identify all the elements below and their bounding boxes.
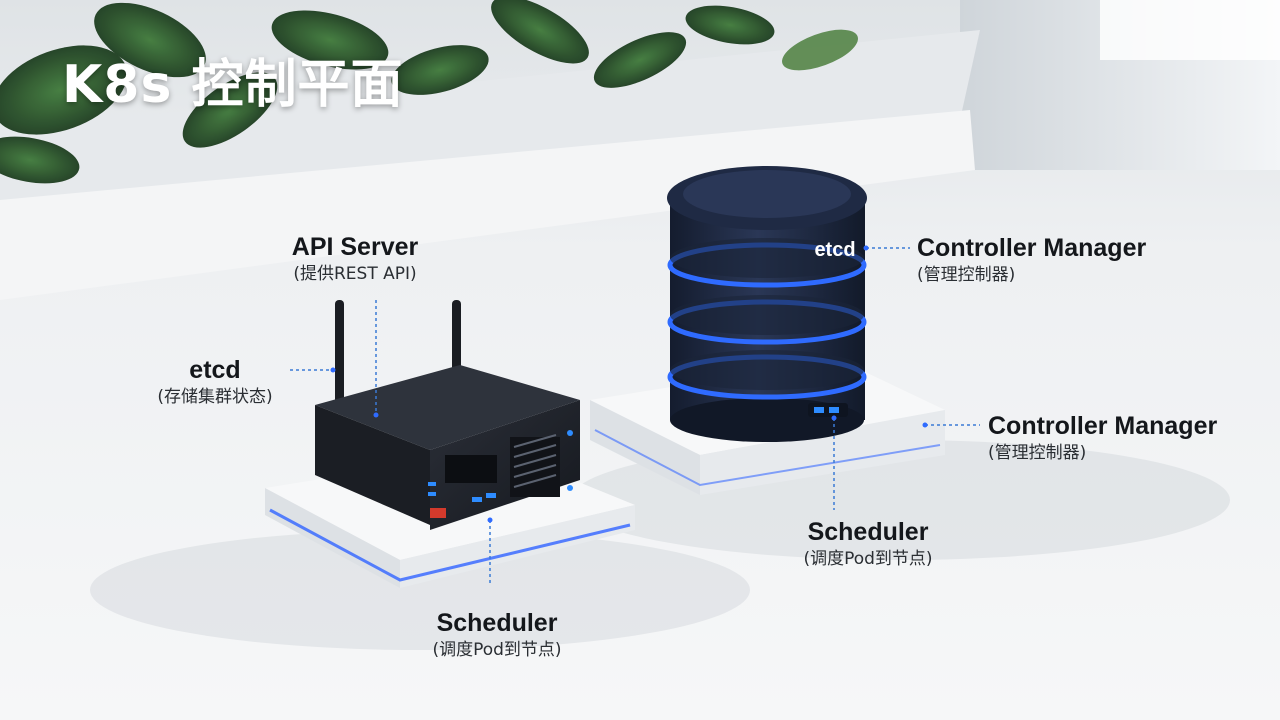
callout-api-server: API Server (提供REST API) [255, 232, 455, 286]
router-device [315, 300, 580, 530]
callout-scheduler-right-desc: (调度Pod到节点) [803, 549, 933, 569]
callout-scheduler-left-desc: (调度Pod到节点) [432, 640, 562, 660]
callout-scheduler-right: Scheduler (调度Pod到节点) [778, 517, 958, 571]
callout-scheduler-left: Scheduler (调度Pod到节点) [407, 608, 587, 662]
callout-etcd: etcd (存储集群状态) [140, 355, 290, 409]
callout-controller-right-desc: (管理控制器) [988, 443, 1087, 463]
callout-controller-manager-right: Controller Manager (管理控制器) [988, 411, 1248, 465]
plant-foliage [0, 0, 858, 184]
leader-lines [290, 247, 980, 585]
callout-api-server-desc: (提供REST API) [293, 264, 417, 284]
etcd-logo-text: etcd [814, 239, 855, 261]
callout-api-server-label: API Server [291, 233, 419, 261]
callout-controller-manager-top: Controller Manager (管理控制器) [917, 233, 1177, 287]
page-title: K8s 控制平面 [62, 55, 404, 115]
callout-scheduler-right-label: Scheduler [807, 518, 929, 546]
etcd-cylinder [667, 166, 867, 442]
callout-scheduler-left-label: Scheduler [436, 609, 558, 637]
callout-etcd-label: etcd [189, 356, 241, 384]
callout-controller-top-desc: (管理控制器) [917, 265, 1016, 285]
callout-controller-top-label: Controller Manager [917, 234, 1147, 262]
callout-etcd-desc: (存储集群状态) [157, 387, 273, 407]
callout-controller-right-label: Controller Manager [988, 412, 1218, 440]
